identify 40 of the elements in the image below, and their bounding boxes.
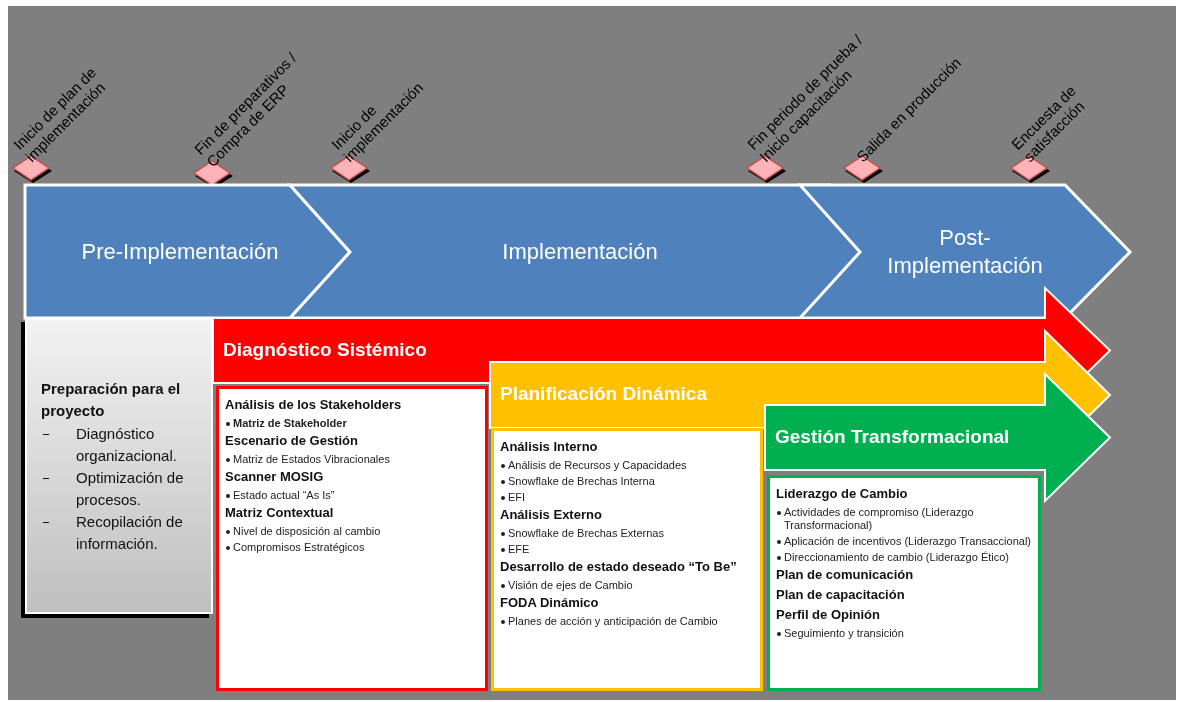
bullet-item: Análisis de Recursos y Capacidades [500,459,754,472]
bullet-item: Snowflake de Brechas Externas [500,527,754,540]
bullet-item: Visión de ejes de Cambio [500,579,754,592]
bullet-item: Nivel de disposición al cambio [225,525,479,538]
list-item: Optimización de procesos. [41,467,203,511]
section-heading: Perfil de Opinión [776,607,881,622]
section-heading: FODA Dinámico [500,595,600,610]
section-heading: Liderazgo de Cambio [776,486,909,501]
panel-heading: Preparación para el proyecto [41,379,182,421]
stream-title: Diagnóstico Sistémico [223,338,427,361]
section-heading: Escenario de Gestión [225,433,359,448]
section-heading: Scanner MOSIG [225,469,325,484]
bullet-item: Direccionamiento de cambio (Liderazgo Ético) [776,551,1032,564]
section-heading: Análisis de los Stakeholders [225,397,403,412]
section-heading: Análisis Interno [500,439,599,454]
bullet-item: Matriz de Stakeholder [225,417,479,430]
bullet-item: Planes de acción y anticipación de Cambio [500,615,754,628]
bullet-item: Seguimiento y transición [776,627,1032,640]
section-heading: Desarrollo de estado deseado “To Be” [500,559,738,574]
bullet-item: EFI [500,491,754,504]
content-card [767,475,1041,691]
content-card [491,428,763,691]
list-item: Recopilación de información. [41,511,203,555]
bullet-item: Actividades de compromiso (Liderazgo Transformacional) [776,506,1032,532]
content-card [216,386,488,691]
phase-title: Implementación [501,237,659,266]
stream-title: Gestión Transformacional [775,425,1010,448]
bullet-item: Compromisos Estratégicos [225,541,479,554]
stream-title: Planificación Dinámica [500,383,707,405]
phase-title: Post-Implementación [886,223,1044,280]
section-heading: Plan de comunicación [776,567,915,582]
bullet-item: Aplicación de incentivos (Liderazgo Transaccional) [776,535,1032,548]
list-item: Diagnóstico organizacional. [41,423,203,467]
section-heading: Análisis Externo [500,507,603,522]
bullet-item: Estado actual “As Is” [225,489,479,502]
bullet-item: Matriz de Estados Vibracionales [225,453,479,466]
bullet-item: EFE [500,543,754,556]
section-heading: Plan de capacitación [776,587,906,602]
bullet-item: Snowflake de Brechas Interna [500,475,754,488]
section-heading: Matriz Contextual [225,505,335,520]
